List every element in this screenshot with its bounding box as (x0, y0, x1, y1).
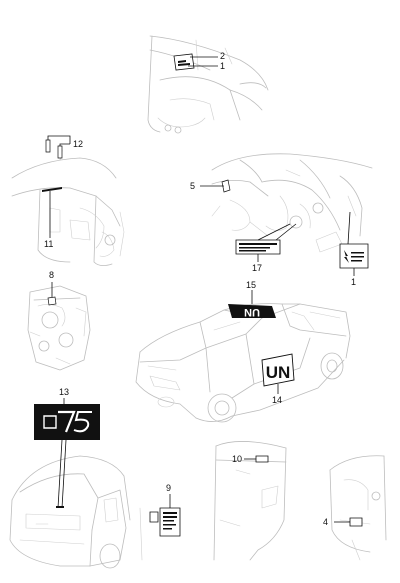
clip-part-12a (45, 139, 51, 153)
callout-11: 11 (44, 239, 54, 249)
clip-part-5 (221, 179, 231, 193)
sticker-part-8 (47, 296, 57, 306)
callout-12: 12 (73, 139, 84, 149)
callout-17: 17 (252, 263, 263, 273)
panel-rear-pillar (329, 455, 387, 561)
panel-hatchback-rear (9, 398, 131, 569)
door-decal-part-14 (261, 353, 295, 387)
panel-front-door (213, 441, 287, 561)
door-decal-text: UN (266, 363, 291, 382)
roof-decal-part-15 (228, 304, 276, 318)
panel-interior-top (147, 35, 269, 134)
callout-4: 4 (323, 517, 329, 527)
callout-2: 2 (220, 51, 226, 61)
panel-engine-bay-left (11, 135, 125, 266)
callout-1-right: 1 (351, 277, 357, 287)
callout-5: 5 (190, 181, 196, 191)
callout-13: 13 (59, 387, 70, 397)
callout-1-top: 1 (220, 61, 226, 71)
panel-engine-block (27, 282, 91, 371)
callout-14: 14 (272, 395, 283, 405)
panel-door-plate (139, 494, 181, 561)
clip-part-12b (57, 145, 63, 159)
callout-8: 8 (49, 270, 55, 280)
sticker-part-10 (255, 455, 269, 463)
roof-decal-text: UN (244, 306, 260, 318)
sticker-part-4 (349, 517, 363, 527)
callout-10: 10 (232, 454, 243, 464)
panel-pickup-truck: UN UN (135, 290, 351, 423)
callout-9: 9 (166, 483, 172, 493)
callout-15: 15 (246, 280, 257, 290)
strip-part-11 (42, 187, 62, 192)
panel-engine-bay-right (200, 153, 373, 276)
